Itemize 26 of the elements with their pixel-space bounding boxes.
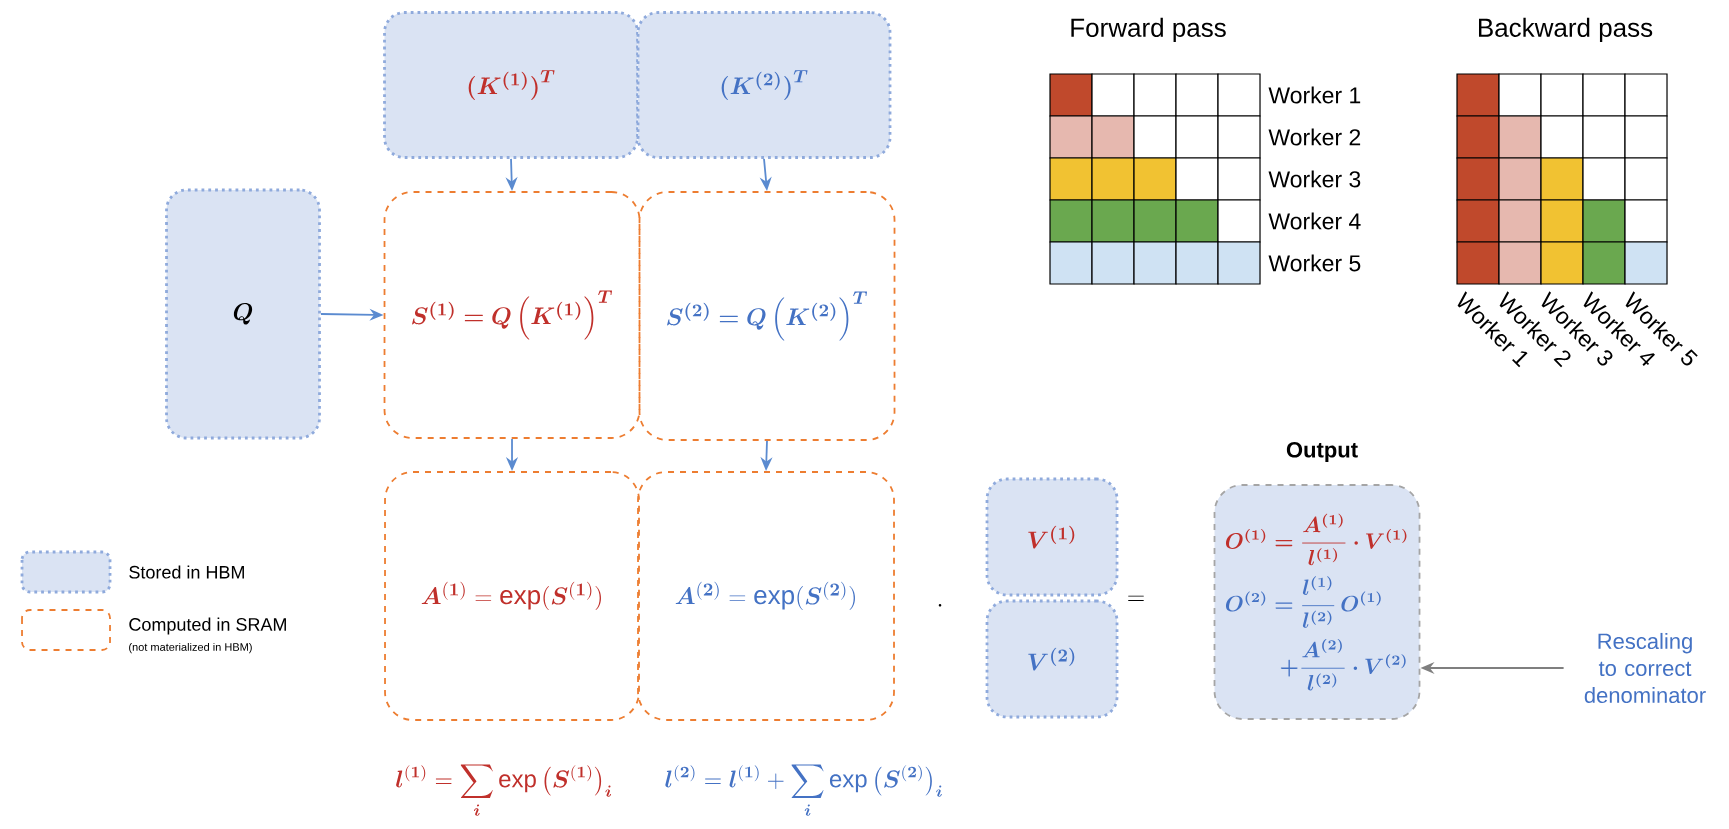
operator-sign: $\cdot$: [938, 604, 942, 607]
computed-block: $\bm{A}^{(\bm{2})} = \exp(\bm{S}^{(\bm{2})})$: [637, 471, 895, 721]
computed-block: $\bm{S^{(2)} = Q\left(K^{(2)}\right)^{T}}$: [638, 191, 896, 441]
row-label: Worker 2: [1268, 128, 1361, 146]
stored-block: $\bm{Q}$: [165, 188, 321, 440]
computed-block: $\bm{A}^{(\bm{1})} = \exp(\bm{S}^{(\bm{1})})$: [384, 471, 640, 721]
formula: $\bm{l}^{(\bm{1})} = \sum_{\bm{i}} \exp\left(\bm{S}^{(\bm{1})}\right)_{\bm{i}}$: [396, 764, 612, 816]
row-label: Worker 5: [1268, 254, 1361, 272]
grid-title: Backward pass: [1479, 17, 1653, 43]
row-label: Worker 4: [1268, 212, 1361, 230]
heading: Output: [1286, 442, 1358, 462]
row-label: Worker 1: [1268, 86, 1361, 104]
stored-block: $\bm{(K^{(2)})^{T}}$: [636, 11, 892, 159]
formula: $\bm{l}^{(\bm{2})} = \bm{l}^{(\bm{1})} + \sum_{\bm{i}} \exp\left(\bm{S}^{(\bm{2})}\right)_{\bm{i}}$: [665, 764, 942, 816]
stored-block: $\bm{(K^{(1)})^{T}}$: [383, 11, 639, 159]
legend-note: (not materialized in HBM): [129, 642, 252, 654]
operator-sign: $=$: [1128, 595, 1144, 601]
stored-block: $\bm{V^{(1)}}$: [985, 477, 1119, 597]
stored-block: $\bm{V^{(2)}}$: [985, 599, 1119, 719]
computed-block: $\bm{S^{(1)} = Q\left(K^{(1)}\right)^{T}}$: [383, 191, 641, 439]
grid-title: Forward pass: [1071, 17, 1226, 43]
legend-text: Stored in HBM: [129, 565, 244, 579]
legend-text: Computed in SRAM: [129, 617, 286, 635]
row-label: Worker 3: [1268, 170, 1361, 188]
output-block: $\bm{O^{(1)} = \frac{A^{(1)}}{l^{(1)}} \cdot V^{(1)}}$ $\bm{O^{(2)} = \frac{l^{(1)}}{l^{(2)}}\, O^{(1)}}$ $\bm{+ \frac{A^{(2)}}{l^{(2)}} \cdot V^{(2)}}$: [1213, 484, 1421, 720]
annotation-text: Rescaling to correct denominator: [1584, 632, 1706, 704]
